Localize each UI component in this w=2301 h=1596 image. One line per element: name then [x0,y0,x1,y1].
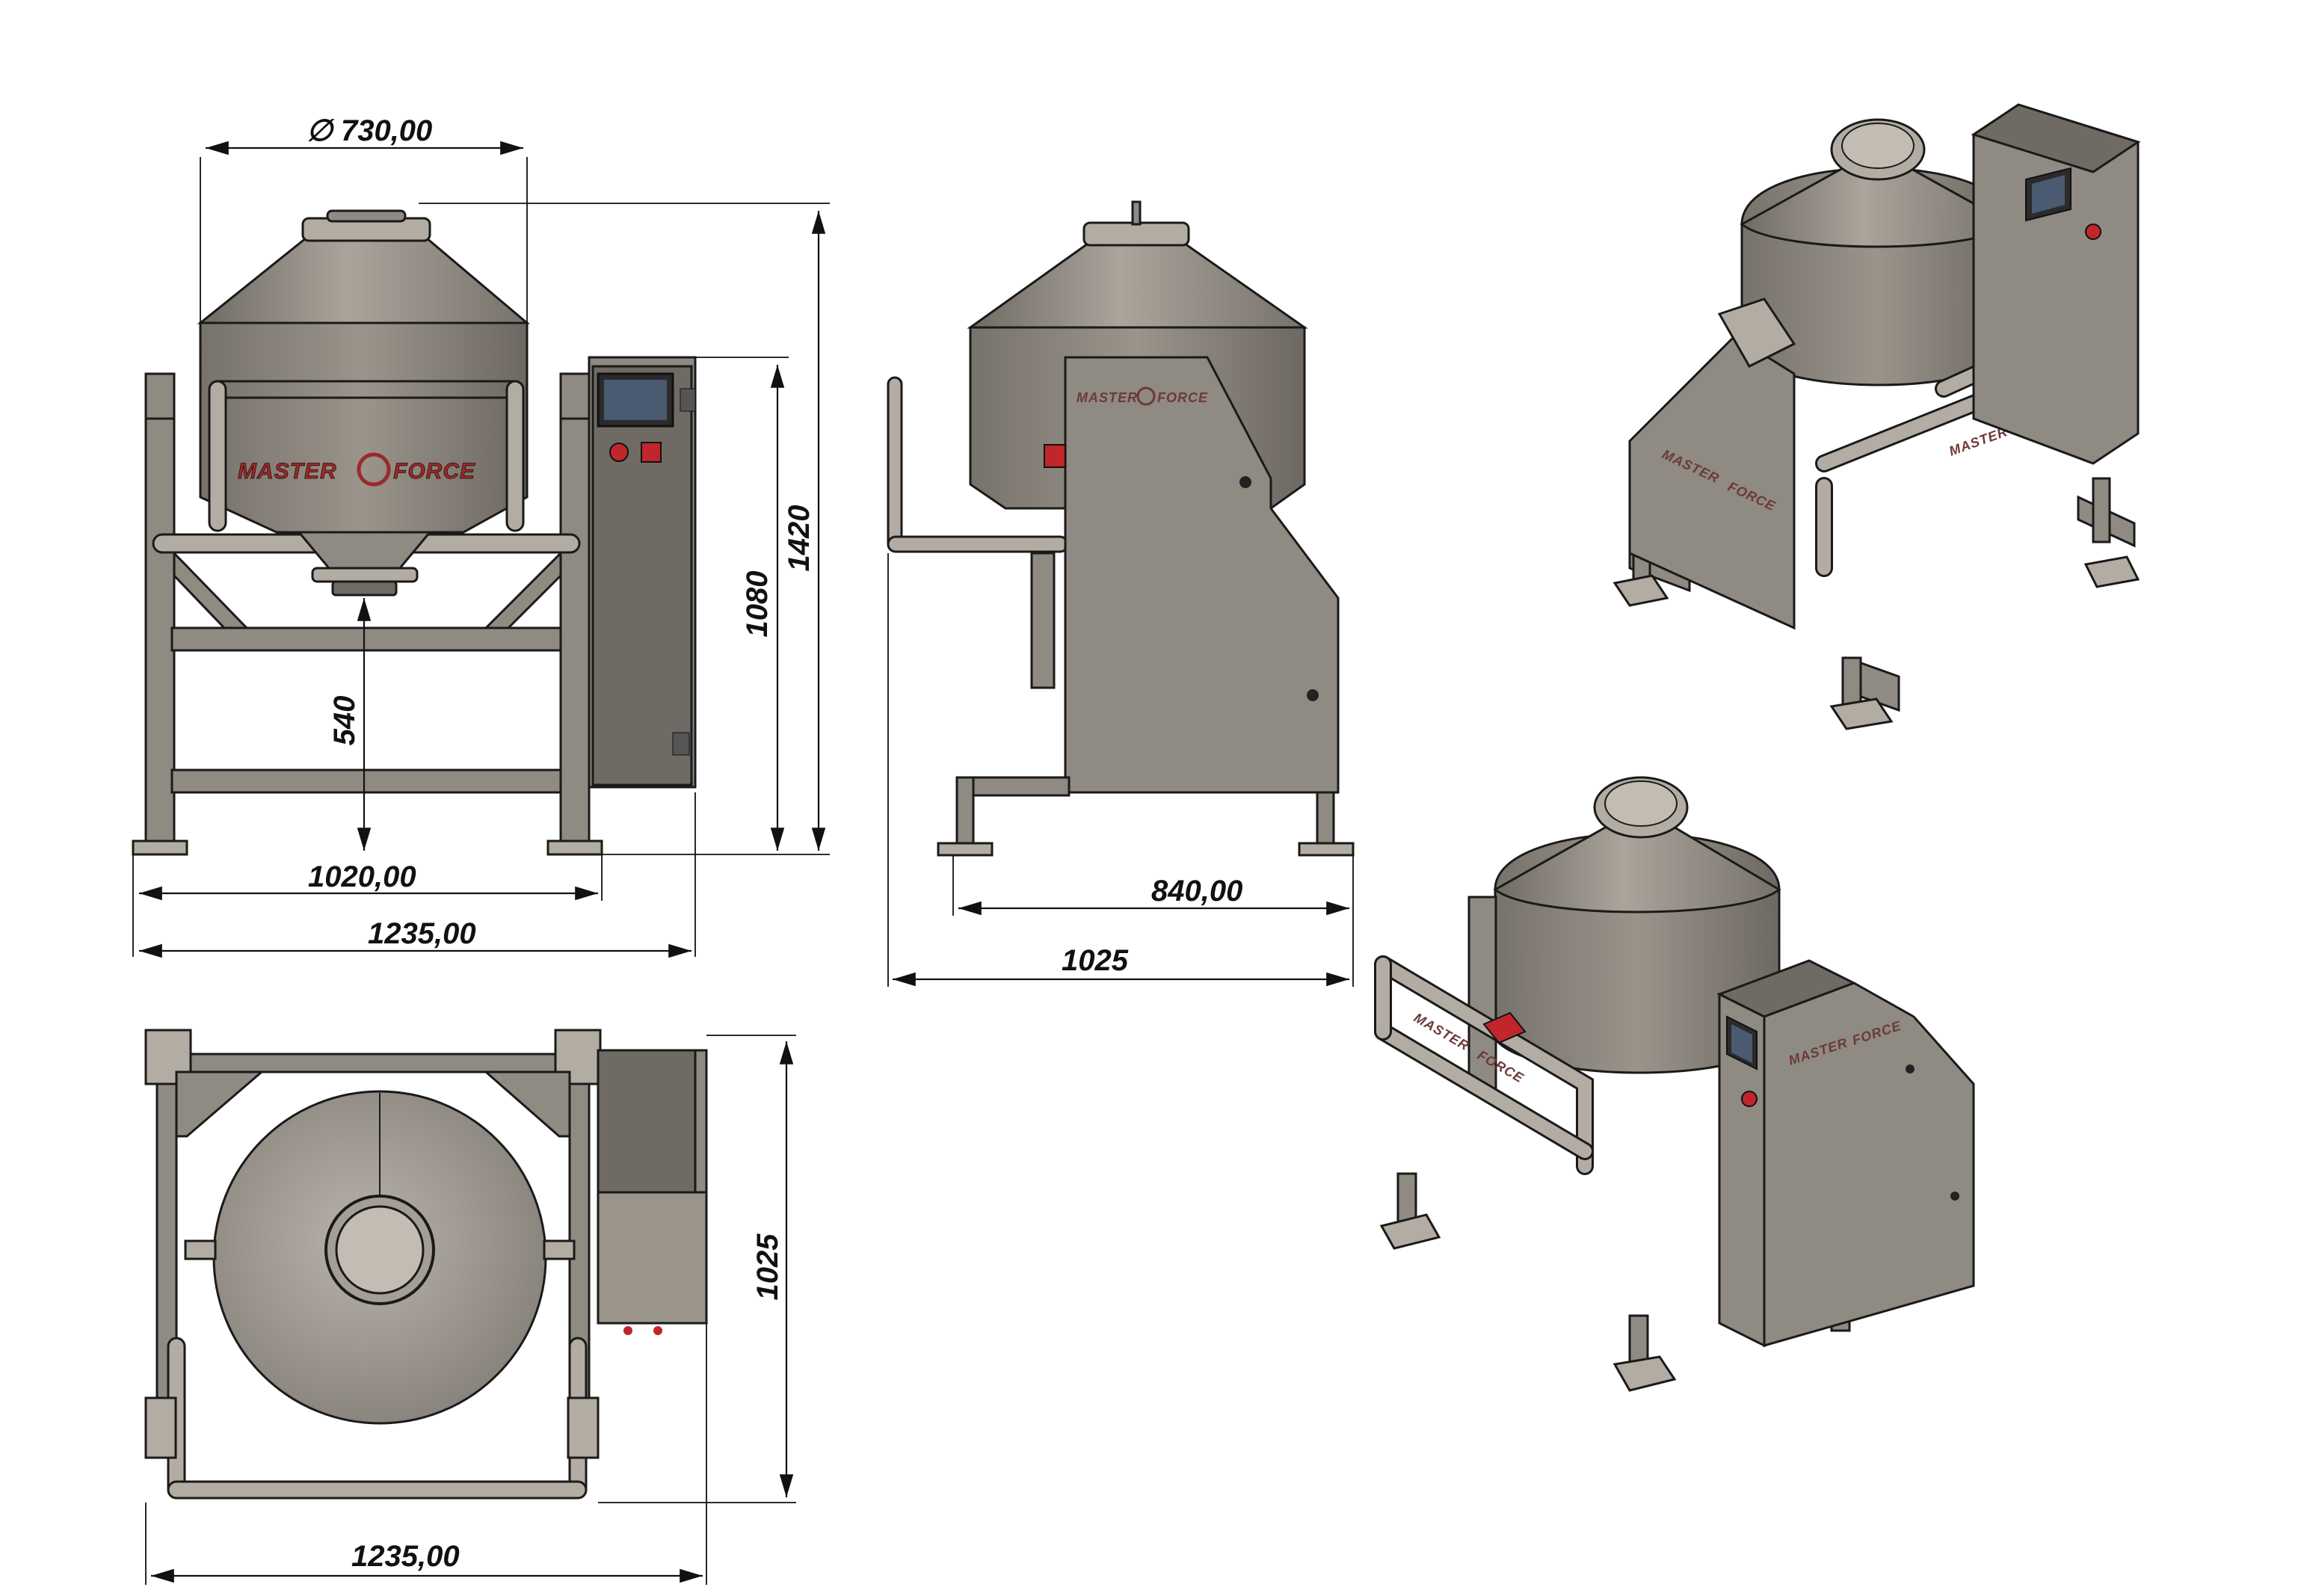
side-view: MASTER FORCE [887,200,1355,857]
svg-text:FORCE: FORCE [393,459,475,484]
dim-height-panel: 1080 [741,571,774,638]
front-logo: MASTER FORCE [238,452,475,487]
front-dimensions: ∅ 730,00 1420 1080 540 1020,00 1235,00 [132,114,830,958]
dim-height-total: 1420 [783,505,816,572]
top-view [144,1029,708,1500]
dim-top-width: 1235,00 [351,1540,460,1573]
isometric-view-front: MASTER FORCE MASTER FORCE [1374,776,1975,1392]
front-view: MASTER FORCE [132,209,697,856]
dim-width-total: 1235,00 [368,917,476,950]
side-dimensions: 840,00 1025 [887,553,1354,987]
dim-width-frame: 1020,00 [308,860,416,893]
svg-text:MASTER: MASTER [238,459,337,484]
svg-text:MASTER: MASTER [1076,390,1138,405]
dim-height-outlet: 540 [328,696,361,746]
dim-side-frame: 840,00 [1151,875,1242,908]
isometric-view-rear: MASTER FORCE MASTER FORCE [1612,103,2141,730]
svg-text:FORCE: FORCE [1157,390,1208,405]
dim-side-total: 1025 [1062,944,1129,977]
dim-top-depth: 1025 [751,1233,784,1301]
top-dimensions: 1025 1235,00 [145,1035,796,1585]
side-logo: MASTER FORCE [1076,386,1208,406]
dim-diameter: ∅ 730,00 [307,114,432,147]
